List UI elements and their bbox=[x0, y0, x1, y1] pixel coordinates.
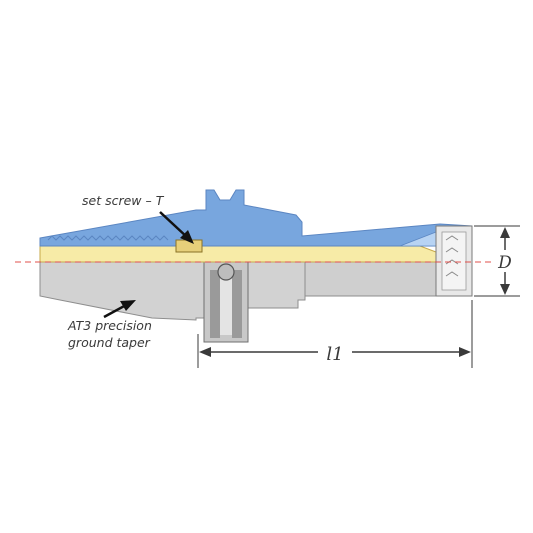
set-screw-label: set screw – T bbox=[82, 193, 165, 208]
shank-body bbox=[304, 261, 441, 297]
length-label: l1 bbox=[326, 344, 343, 365]
diameter-label: D bbox=[497, 253, 512, 273]
bore-section bbox=[39, 245, 437, 263]
taper-label-line1: AT3 precision bbox=[67, 318, 152, 333]
collet-nut bbox=[435, 225, 473, 297]
diameter-dimension bbox=[474, 225, 520, 297]
flange-groove bbox=[203, 261, 249, 343]
thread-teeth bbox=[47, 235, 169, 241]
taper-body bbox=[39, 261, 306, 321]
taper-label-line2: ground taper bbox=[68, 335, 151, 350]
taper-leader bbox=[103, 300, 136, 319]
length-dimension bbox=[197, 300, 473, 368]
set-screw-leader bbox=[159, 211, 194, 244]
